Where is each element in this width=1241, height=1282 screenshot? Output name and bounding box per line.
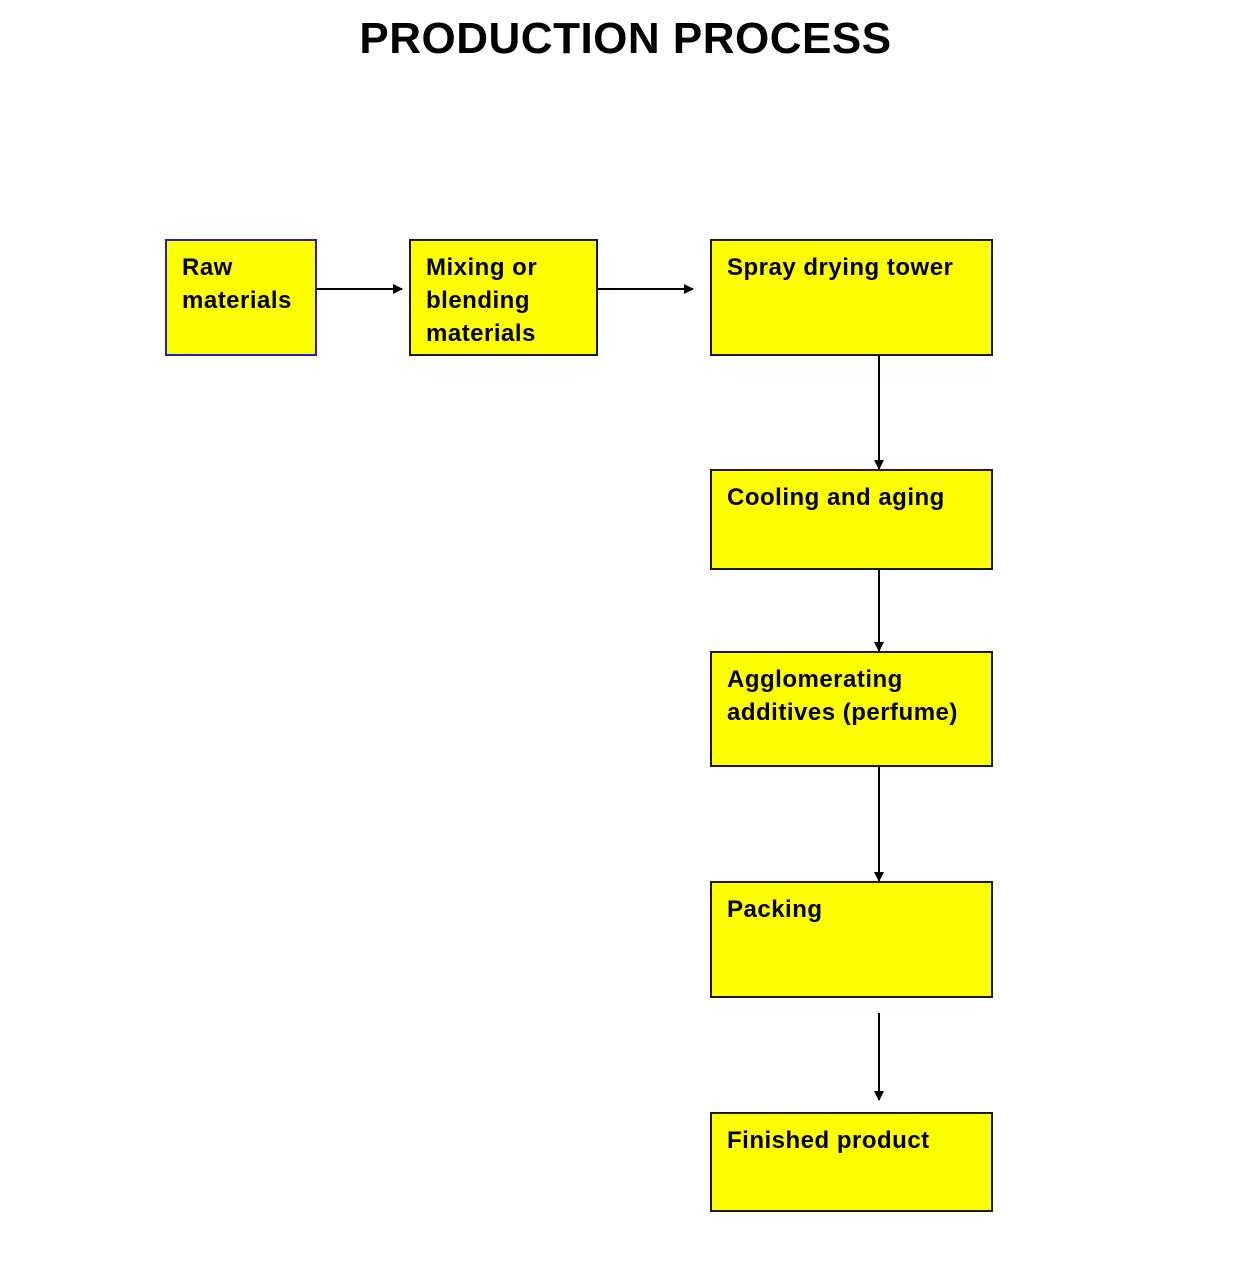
step-label-line: blending	[426, 287, 530, 314]
step-raw-materials: Raw materials	[165, 239, 317, 356]
step-label-line: Finished product	[727, 1127, 930, 1154]
diagram-title: PRODUCTION PROCESS	[359, 14, 892, 63]
step-agglomerating: Agglomerating additives (perfume)	[710, 651, 993, 767]
step-label-line: Packing	[727, 896, 823, 923]
step-label-line: materials	[182, 287, 292, 314]
step-label-line: additives (perfume)	[727, 699, 958, 726]
step-finished: Finished product	[710, 1112, 993, 1212]
step-label-line: Mixing or	[426, 254, 538, 281]
step-packing: Packing	[710, 881, 993, 998]
step-label-line: materials	[426, 320, 536, 347]
step-mixing: Mixing or blending materials	[409, 239, 598, 356]
step-label-line: Agglomerating	[727, 666, 903, 693]
step-label-line: Cooling and aging	[727, 484, 945, 511]
step-label-line: Spray drying tower	[727, 254, 954, 281]
step-spray-drying: Spray drying tower	[710, 239, 993, 356]
step-cooling: Cooling and aging	[710, 469, 993, 570]
step-label-line: Raw	[182, 254, 233, 281]
